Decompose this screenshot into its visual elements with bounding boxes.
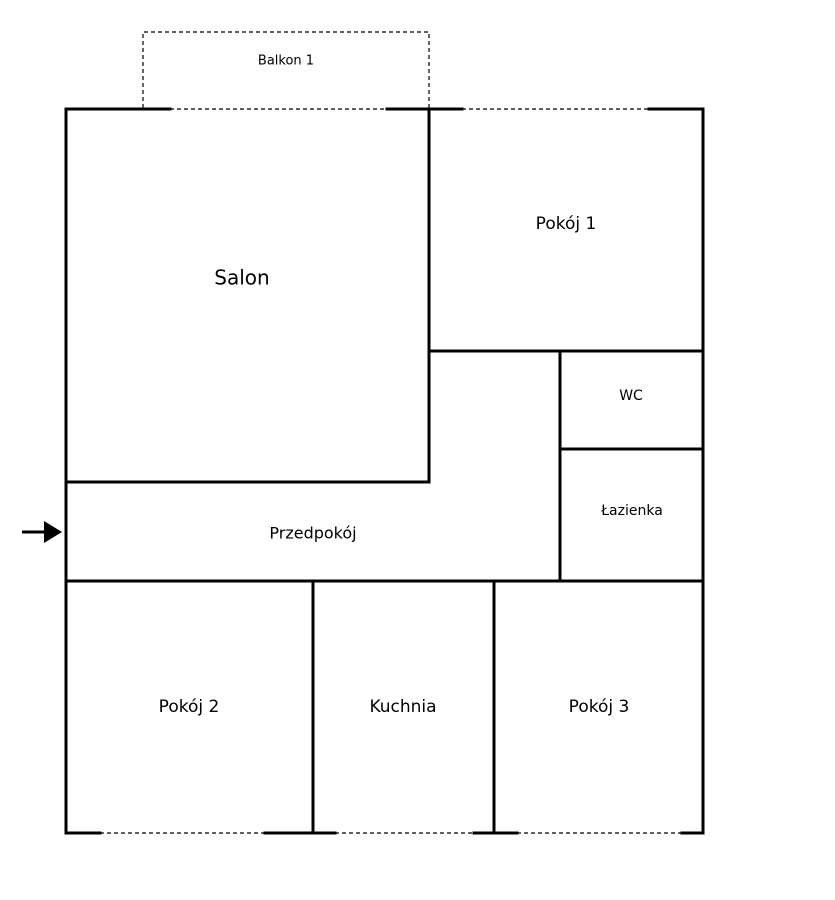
windows (100, 108, 682, 834)
room-label-kuchnia: Kuchnia (369, 697, 436, 717)
room-label-pokoj3: Pokój 3 (569, 697, 630, 717)
walls (64, 107, 705, 835)
room-label-balkon1: Balkon 1 (258, 54, 314, 69)
room-label-pokoj2: Pokój 2 (159, 697, 220, 717)
arrow-right-icon (22, 521, 62, 543)
room-label-wc: WC (619, 388, 643, 404)
balcony (142, 31, 430, 108)
room-labels: Balkon 1 Salon Pokój 1 WC Łazienka Przed… (159, 54, 663, 718)
room-label-pokoj1: Pokój 1 (536, 214, 597, 234)
room-label-salon: Salon (214, 266, 269, 290)
entrance-arrow-head (44, 521, 62, 543)
room-label-lazienka: Łazienka (600, 503, 663, 519)
room-label-przedpokoj: Przedpokój (269, 524, 356, 543)
balcony-outline (142, 31, 430, 108)
